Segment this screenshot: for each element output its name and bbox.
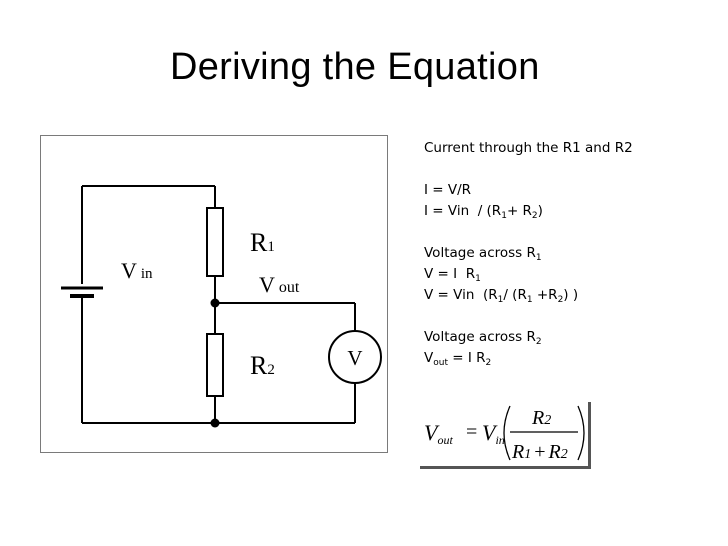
formula-right-paren — [577, 405, 585, 461]
note-vout-eq: Vout = I R2 — [424, 350, 492, 368]
note-voltage-r1-expanded: V = Vin (R1/ (R1 +R2) ) — [424, 287, 579, 305]
slide-title: Deriving the Equation — [170, 46, 540, 88]
formula-denominator: R1+R2 — [511, 441, 568, 463]
note-ohms-law: I = V/R — [424, 182, 472, 198]
formula-left-paren — [503, 405, 511, 461]
voltmeter-label: V — [347, 346, 362, 370]
note-voltage-r2-heading: Voltage across R2 — [424, 329, 542, 347]
formula-graphic: Vout = Vin R2 R1+R2 — [424, 405, 585, 463]
r2-label: R2 — [250, 351, 275, 380]
r1-label: R1 — [250, 228, 275, 257]
resistor-r2 — [206, 333, 224, 397]
formula-numerator: R2 — [531, 407, 551, 429]
formula-lhs: Vout — [424, 420, 453, 447]
resistor-r1 — [206, 207, 224, 277]
formula-vin: Vin — [482, 420, 505, 447]
vout-formula: Vout = Vin R2 R1+R2 — [420, 402, 591, 469]
note-current-equation: I = Vin / (R1+ R2) — [424, 203, 543, 221]
note-voltage-r1-heading: Voltage across R1 — [424, 245, 542, 263]
derivation-notes: Current through the R1 and R2 I = V/R I … — [424, 138, 714, 369]
note-voltage-r1-eq: V = I R1 — [424, 266, 481, 284]
junction-bottom — [210, 418, 220, 428]
formula-equals: = — [466, 421, 477, 443]
note-current-heading: Current through the R1 and R2 — [424, 140, 633, 156]
